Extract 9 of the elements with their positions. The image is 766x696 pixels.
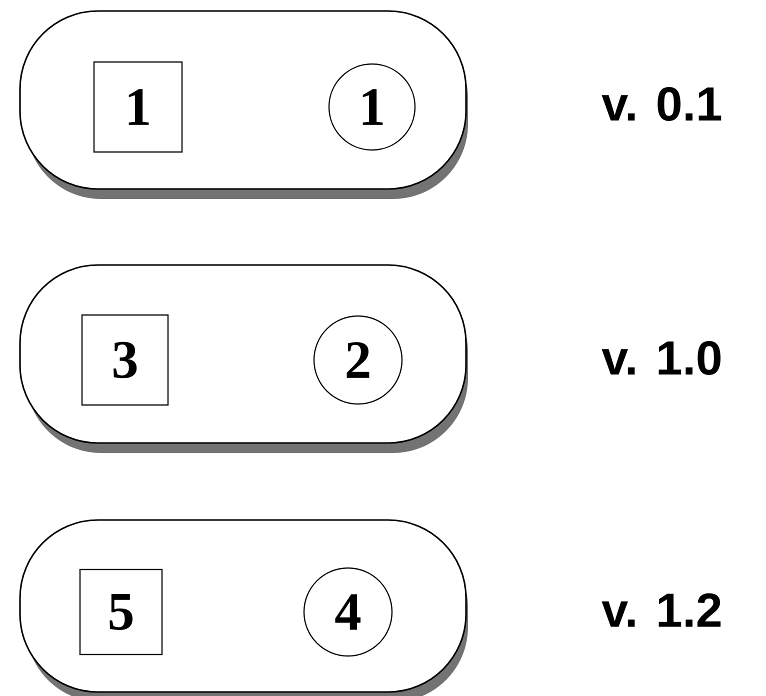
square-box: 5 bbox=[79, 568, 163, 656]
version-label: v. 1.2 bbox=[602, 593, 721, 627]
version-label: v. 1.0 bbox=[602, 341, 721, 375]
version-label: v. 0.1 bbox=[602, 87, 722, 121]
square-box: 1 bbox=[93, 61, 183, 153]
pill-box bbox=[19, 10, 468, 199]
pill-box bbox=[19, 519, 468, 696]
square-box: 3 bbox=[81, 314, 169, 406]
pill-box bbox=[19, 264, 468, 453]
